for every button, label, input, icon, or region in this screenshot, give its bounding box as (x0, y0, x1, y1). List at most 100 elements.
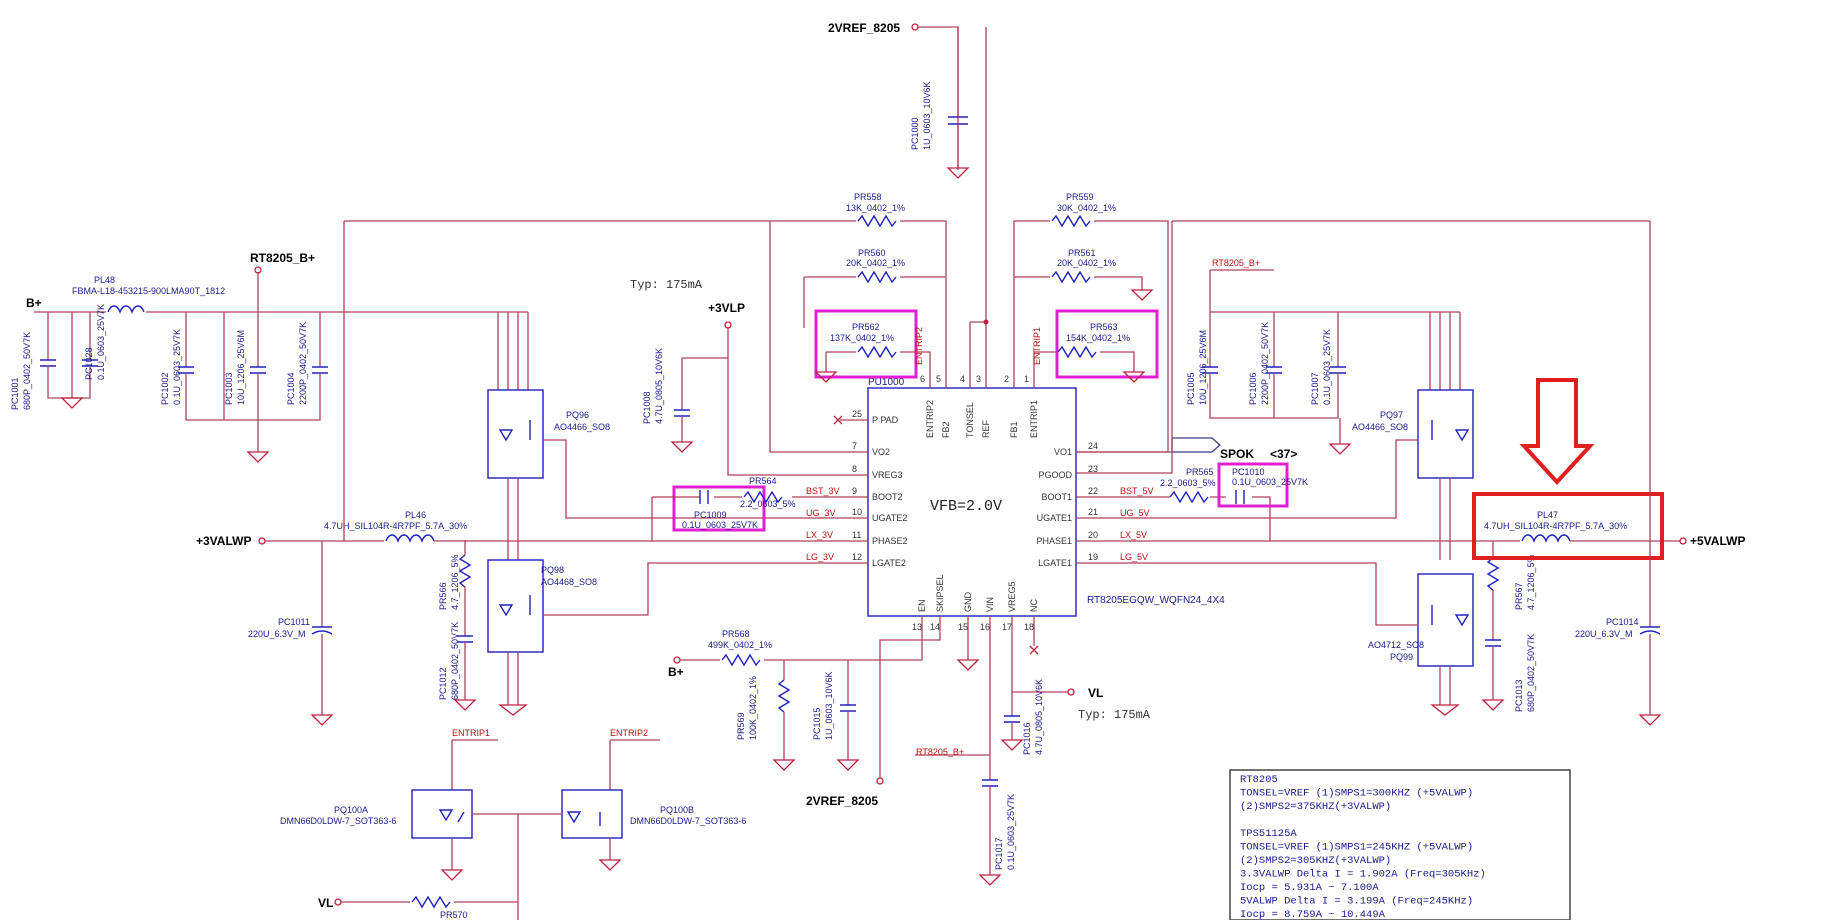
ic-center-text: VFB=2.0V (930, 498, 1002, 515)
pl47-ref: PL47 (1537, 510, 1558, 520)
pc1003-ref: PC1003 (224, 372, 234, 405)
ic-ref: PU1000 (868, 377, 905, 388)
ic-pin-number: 12 (852, 552, 862, 562)
input-stage: B+ PL48 FBMA-L18-453215-900LMA90T_1812 P… (10, 251, 528, 463)
net-ug-3v: UG_3V (806, 508, 836, 518)
ic-pin-name: VREG5 (1007, 581, 1017, 612)
pc1012-value: 680P_0402_50V7K (450, 622, 460, 700)
mosfet-5v: RT8205_B+ PC1005 10U_1206_25V6M PC1006 2… (1076, 258, 1536, 716)
pl46-value: 4.7UH_SIL104R-4R7PF_5.7A_30% (324, 521, 467, 531)
pc1016-ref: PC1016 (1022, 722, 1032, 755)
net-lg-5v: LG_5V (1120, 552, 1148, 562)
net-vl-left: VL (318, 896, 333, 910)
pq98-ref: PQ98 (541, 565, 564, 575)
ic-pin-name: BOOT2 (872, 492, 903, 502)
net-entrip2: ENTRIP2 (610, 728, 648, 738)
ic-pin-number: 3 (976, 374, 981, 384)
pr560-ref: PR560 (858, 248, 886, 258)
pc1006-ref: PC1006 (1248, 372, 1258, 405)
notes-line: RT8205 (1240, 774, 1278, 786)
pq100b-ref: PQ100B (660, 805, 694, 815)
pc1004-value: 2200P_0402_50V7K (298, 322, 308, 405)
ic-pin-number: 10 (852, 507, 862, 517)
pr560-value: 20K_0402_1% (846, 258, 905, 268)
ic-pins: P PAD25VO27VREG38BOOT29UGATE210PHASE211L… (852, 374, 1098, 632)
ic-pin-number: 14 (930, 622, 940, 632)
typ-vlp: Typ: 175mA (630, 278, 703, 292)
ic-pin-number: 18 (1024, 622, 1034, 632)
pc1006-value: 2200P_0402_50V7K (1260, 322, 1270, 405)
ic-pin-name: P PAD (872, 415, 899, 425)
pr558-value: 13K_0402_1% (846, 203, 905, 213)
pc1005-ref: PC1005 (1186, 372, 1196, 405)
pr568-value: 499K_0402_1% (708, 640, 772, 650)
pr569-ref: PR569 (736, 712, 746, 740)
ic-pin-name: FB1 (1009, 421, 1019, 438)
pl48-ref: PL48 (94, 275, 115, 285)
pr563-ref: PR563 (1090, 322, 1118, 332)
notes-line: Iocp = 8.759A ~ 10.449A (1240, 909, 1386, 920)
ic-pin-name: UGATE1 (1037, 513, 1072, 523)
pc1010-ref: PC1010 (1232, 467, 1265, 477)
ic-pin-name: UGATE2 (872, 513, 907, 523)
pc1017-value: 0.1U_0603_25V7K (1006, 794, 1016, 870)
ic-pin-name: VO2 (872, 447, 890, 457)
pc1002-value: 0.1U_0603_25V7K (172, 329, 182, 405)
ic-pin-name: EN (917, 599, 927, 612)
pr565-ref: PR565 (1186, 467, 1214, 477)
ic-pu1000: VFB=2.0V PU1000 RT8205EGQW_WQFN24_4X4 (867, 377, 1225, 617)
ic-pin-name: REF (981, 419, 991, 438)
net-rt8205-bplus: RT8205_B+ (250, 251, 315, 265)
pc1005-value: 10U_1206_25V6M (1198, 330, 1208, 405)
pc1009-value: 0.1U_0603_25V7K (682, 520, 758, 530)
pq98-value: AO4468_SO8 (541, 577, 597, 587)
ic-pin-number: 11 (852, 530, 861, 540)
pc1011-ref: PC1011 (278, 617, 310, 627)
pgood-boot1: SPOK <37> PR565 2.2_0603_5% PC1010 0.1U_… (1076, 221, 1308, 541)
ic-pin-number: 7 (852, 441, 857, 451)
bottom-network: B+ PR568 499K_0402_1% PR569 100K_0402_1%… (668, 616, 1151, 886)
pq100a-ref: PQ100A (334, 805, 368, 815)
ic-pin-number: 25 (852, 409, 862, 419)
net-lx-3v: LX_3V (806, 530, 833, 540)
pc1004-ref: PC1004 (286, 372, 296, 405)
pr569-value: 100K_0402_1% (748, 676, 758, 740)
notes-line: Iocp = 5.931A ~ 7.100A (1240, 882, 1379, 894)
ic-pin-name: VREG3 (872, 470, 903, 480)
pc1015-ref: PC1015 (812, 707, 822, 740)
pq97-value: AO4466_SO8 (1352, 422, 1408, 432)
ic-pin-number: 17 (1002, 622, 1012, 632)
vreg3-boot2: +3VLP PC1008 4.7U_0805_10V6K Typ: 175mA … (630, 278, 868, 562)
net-bplus-mid: B+ (668, 665, 684, 679)
ic-pin-name: FB2 (941, 421, 951, 438)
ic-pin-name: LGATE1 (1038, 558, 1072, 568)
pc1013-value: 680P_0402_50V7K (1526, 634, 1536, 712)
ic-pin-number: 9 (852, 486, 857, 496)
pl46-ref: PL46 (405, 510, 426, 520)
ic-pin-name: TONSEL (965, 402, 975, 438)
pq96-ref: PQ96 (566, 410, 589, 420)
ic-pin-name: GND (963, 592, 973, 613)
pc1012-ref: PC1012 (438, 667, 448, 700)
pc1008-ref: PC1008 (642, 391, 652, 424)
ic-pin-name: PGOOD (1038, 470, 1072, 480)
pc1009-ref: PC1009 (694, 510, 727, 520)
pq96-value: AO4466_SO8 (554, 422, 610, 432)
ic-pin-number: 6 (920, 374, 925, 384)
pc1014-value: 220U_6.3V_M (1575, 629, 1633, 639)
ic-pin-number: 5 (936, 374, 941, 384)
pr566-value: 4.7_1206_5% (450, 554, 460, 610)
pc1001-value: 680P_0402_50V7K (22, 332, 32, 410)
net-rt8205-bplus-small2: RT8205_B+ (916, 747, 964, 757)
net-bst-5v: BST_5V (1120, 486, 1154, 496)
notes-line: (2)SMPS2=305KHZ(+3VALWP) (1240, 855, 1391, 867)
ref-network: 2VREF_8205 PC1000 1U_0603_10V6K (828, 21, 989, 388)
pc1013-ref: PC1013 (1514, 679, 1524, 712)
ic-pin-name: LGATE2 (872, 558, 906, 568)
pl47-value: 4.7UH_SIL104R-4R7PF_5.7A_30% (1484, 521, 1627, 531)
ic-pin-name: VIN (985, 597, 995, 612)
pr558-ref: PR558 (854, 192, 882, 202)
pc1028-ref: PC1028 (84, 347, 94, 380)
